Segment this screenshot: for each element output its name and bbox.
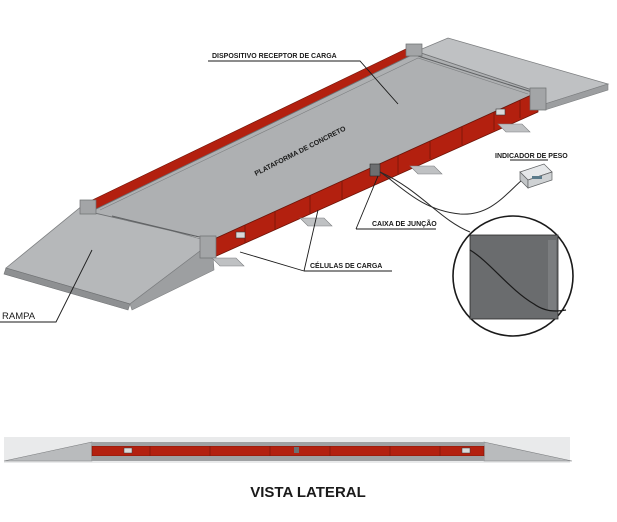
label-vista-lateral: VISTA LATERAL: [250, 484, 366, 501]
label-rampa: RAMPA: [2, 311, 36, 322]
concrete-platform: [79, 43, 547, 267]
weight-indicator-device: [519, 163, 553, 189]
leader-lines: [0, 60, 548, 323]
label-dispositivo: DISPOSITIVO RECEPTOR DE CARGA: [212, 53, 337, 60]
label-indicador: INDICADOR DE PESO: [495, 153, 568, 160]
label-caixa: CAIXA DE JUNÇÃO: [372, 219, 437, 228]
label-celulas: CÉLULAS DE CARGA: [310, 261, 382, 270]
near-ramp: [3, 205, 215, 311]
junction-box-detail: [452, 215, 574, 337]
side-view: [3, 437, 573, 463]
